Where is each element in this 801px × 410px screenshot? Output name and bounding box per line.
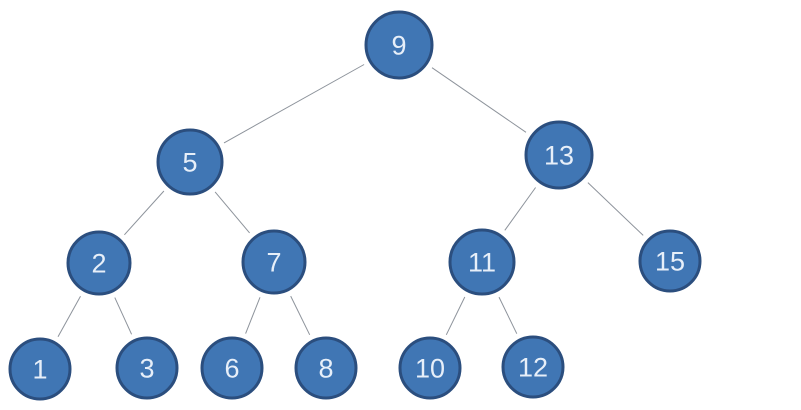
tree-node-10: 10 — [398, 336, 462, 400]
tree-edge-7-8 — [290, 295, 311, 336]
tree-edge-7-6 — [245, 297, 261, 334]
tree-node-15: 15 — [638, 229, 702, 293]
node-circle — [398, 336, 462, 400]
tree-node-9: 9 — [364, 10, 434, 80]
node-circle — [8, 337, 72, 401]
tree-edge-2-3 — [114, 297, 133, 335]
tree-edge-9-5 — [223, 64, 365, 144]
tree-node-7: 7 — [241, 229, 307, 295]
node-label: 9 — [391, 30, 406, 60]
node-label: 12 — [518, 352, 548, 382]
node-label: 3 — [139, 353, 154, 383]
node-circle — [294, 336, 358, 400]
node-label: 15 — [655, 246, 685, 276]
node-label: 6 — [224, 353, 239, 383]
tree-node-5: 5 — [156, 128, 224, 196]
tree-edge-5-2 — [124, 190, 165, 236]
node-label: 5 — [182, 147, 197, 177]
tree-node-13: 13 — [524, 120, 594, 190]
tree-edge-11-12 — [498, 296, 518, 334]
tree-node-3: 3 — [115, 336, 179, 400]
tree-node-1: 1 — [8, 337, 72, 401]
tree-edge-2-1 — [57, 295, 81, 337]
node-circle — [364, 10, 434, 80]
tree-edge-13-11 — [504, 187, 537, 231]
node-label: 7 — [266, 247, 281, 277]
node-circle — [66, 230, 132, 296]
node-label: 13 — [544, 140, 574, 170]
tree-edge-5-7 — [214, 191, 250, 234]
node-label: 10 — [415, 353, 445, 383]
node-circle — [448, 228, 516, 296]
node-circle — [115, 336, 179, 400]
tree-node-11: 11 — [448, 228, 516, 296]
node-label: 1 — [32, 354, 47, 384]
tree-edge-9-13 — [431, 67, 527, 133]
node-circle — [241, 229, 307, 295]
node-circle — [501, 335, 565, 399]
node-circle — [524, 120, 594, 190]
tree-node-6: 6 — [200, 336, 264, 400]
tree-edge-13-15 — [587, 182, 644, 236]
tree-node-2: 2 — [66, 230, 132, 296]
node-circle — [156, 128, 224, 196]
node-circle — [638, 229, 702, 293]
tree-edge-11-10 — [445, 296, 466, 336]
tree-node-12: 12 — [501, 335, 565, 399]
node-label: 11 — [468, 247, 496, 277]
node-circle — [200, 336, 264, 400]
tree-node-8: 8 — [294, 336, 358, 400]
node-label: 2 — [91, 248, 106, 278]
node-label: 8 — [318, 353, 333, 383]
